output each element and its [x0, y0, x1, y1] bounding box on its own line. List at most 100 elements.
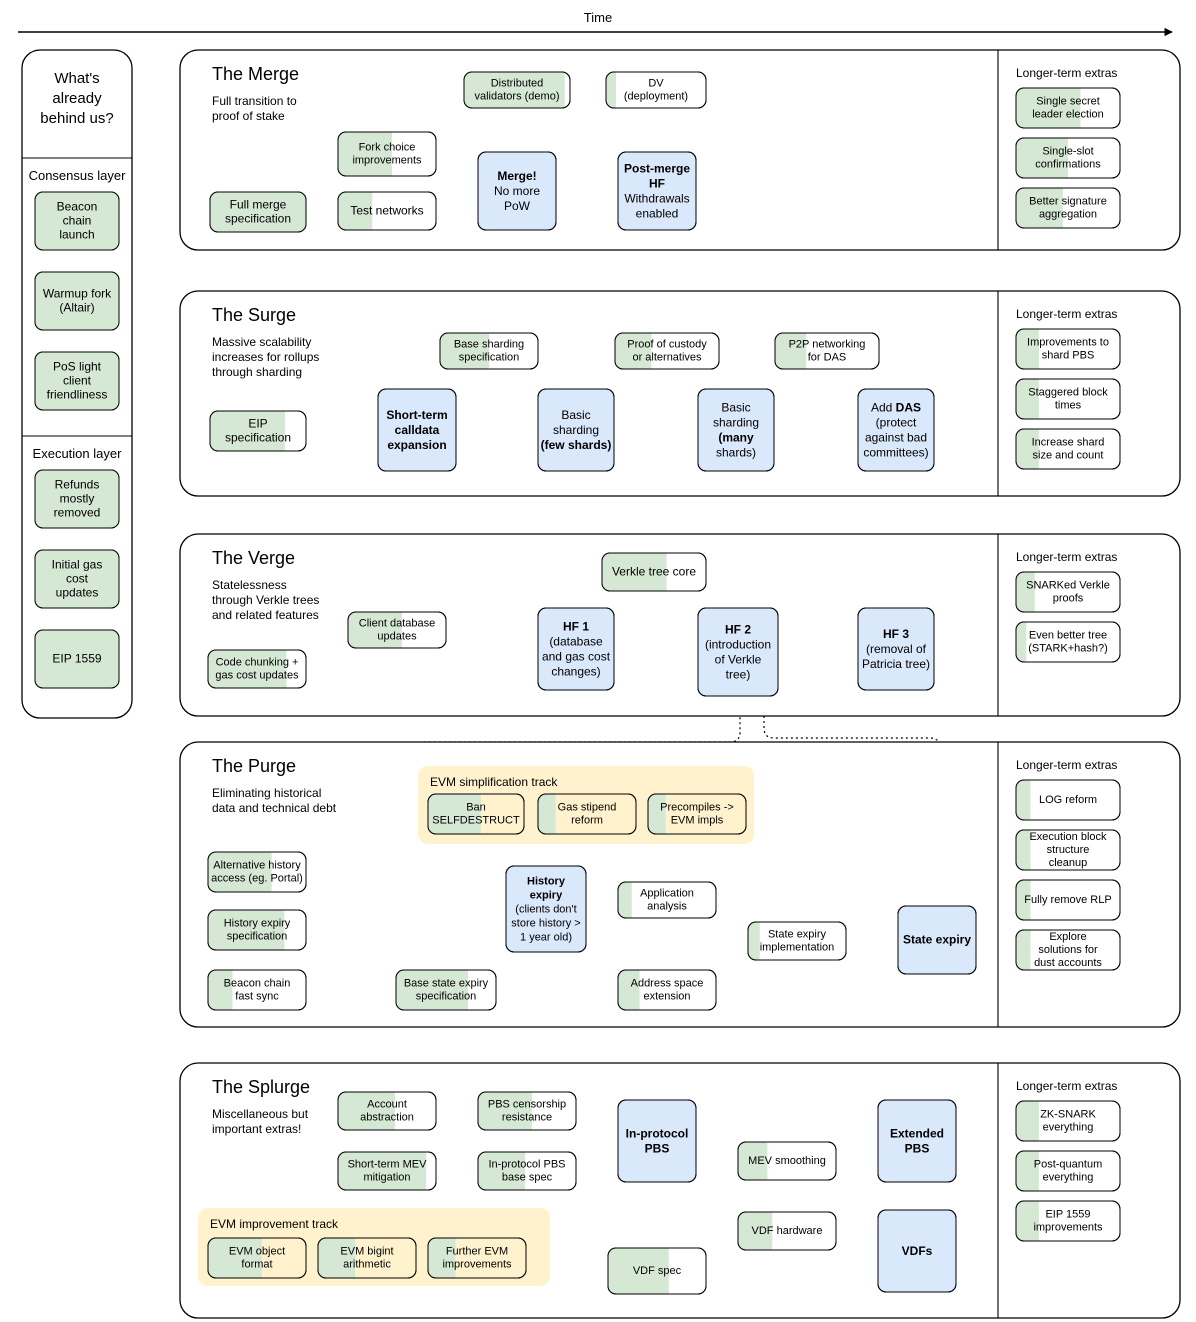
- node-progress-fill: [208, 852, 272, 892]
- node-label: Verkle tree core: [612, 565, 696, 579]
- section-title-surge: The Surge: [212, 305, 296, 325]
- node-precompiles-evm-impls[interactable]: Precompiles ->EVM impls: [647, 793, 747, 835]
- node-border: [1015, 328, 1121, 370]
- node-label: 1 year old): [520, 932, 572, 944]
- node-border: [697, 388, 775, 472]
- node-vdf-hardware[interactable]: VDF hardware: [737, 1211, 837, 1251]
- node-label: PoW: [504, 199, 531, 213]
- node-verkle-tree-core[interactable]: Verkle tree core: [601, 552, 707, 592]
- node-label: Staggered block: [1028, 387, 1108, 399]
- node-label: Explore: [1049, 931, 1086, 943]
- node-label: EVM object: [229, 1246, 285, 1258]
- node-border: [1015, 829, 1121, 871]
- extra-purge-0[interactable]: LOG reform: [1015, 779, 1121, 821]
- node-border: [614, 332, 720, 370]
- node-progress-fill: [35, 352, 119, 410]
- node-label: (many: [718, 431, 754, 445]
- node-progress-fill: [210, 411, 285, 451]
- node-label: Improvements to: [1027, 337, 1109, 349]
- node-label: Refunds: [55, 478, 100, 492]
- node-test-networks[interactable]: Test networks: [337, 191, 437, 231]
- node-vdf-spec[interactable]: VDF spec: [607, 1247, 707, 1295]
- node-border: [34, 469, 120, 529]
- node-mev-smoothing[interactable]: MEV smoothing: [737, 1141, 837, 1181]
- node-label: Even better tree: [1029, 630, 1107, 642]
- sidebar-item-warmup-fork-altair[interactable]: Warmup fork(Altair): [34, 271, 120, 331]
- node-border: [34, 271, 120, 331]
- node-progress-fill: [775, 333, 807, 369]
- node-code-chunking-gas-cost-updates[interactable]: Code chunking +gas cost updates: [207, 649, 307, 689]
- extra-verge-1[interactable]: Even better tree(STARK+hash?): [1015, 621, 1121, 663]
- node-progress-fill: [748, 922, 760, 960]
- node-label: Alternative history: [213, 860, 301, 872]
- section-subtitle-merge: proof of stake: [212, 109, 285, 123]
- node-vdfs[interactable]: VDFs: [877, 1209, 957, 1293]
- node-progress-fill: [348, 612, 402, 648]
- node-dv-deployment[interactable]: DV(deployment): [605, 71, 707, 109]
- section-subtitle-surge: through sharding: [212, 365, 302, 379]
- node-label: specification: [416, 991, 477, 1003]
- node-border: [207, 909, 307, 951]
- extra-purge-2[interactable]: Fully remove RLP: [1015, 879, 1121, 921]
- node-state-expiry[interactable]: State expiry: [897, 905, 977, 975]
- node-border: [337, 131, 437, 177]
- node-progress-fill: [208, 910, 285, 950]
- sidebar-item-eip-1559[interactable]: EIP 1559: [34, 629, 120, 689]
- section-subtitle-splurge: Miscellaneous but: [212, 1107, 309, 1121]
- node-label: Post-quantum: [1034, 1159, 1102, 1171]
- section-subtitle-purge: data and technical debt: [212, 801, 337, 815]
